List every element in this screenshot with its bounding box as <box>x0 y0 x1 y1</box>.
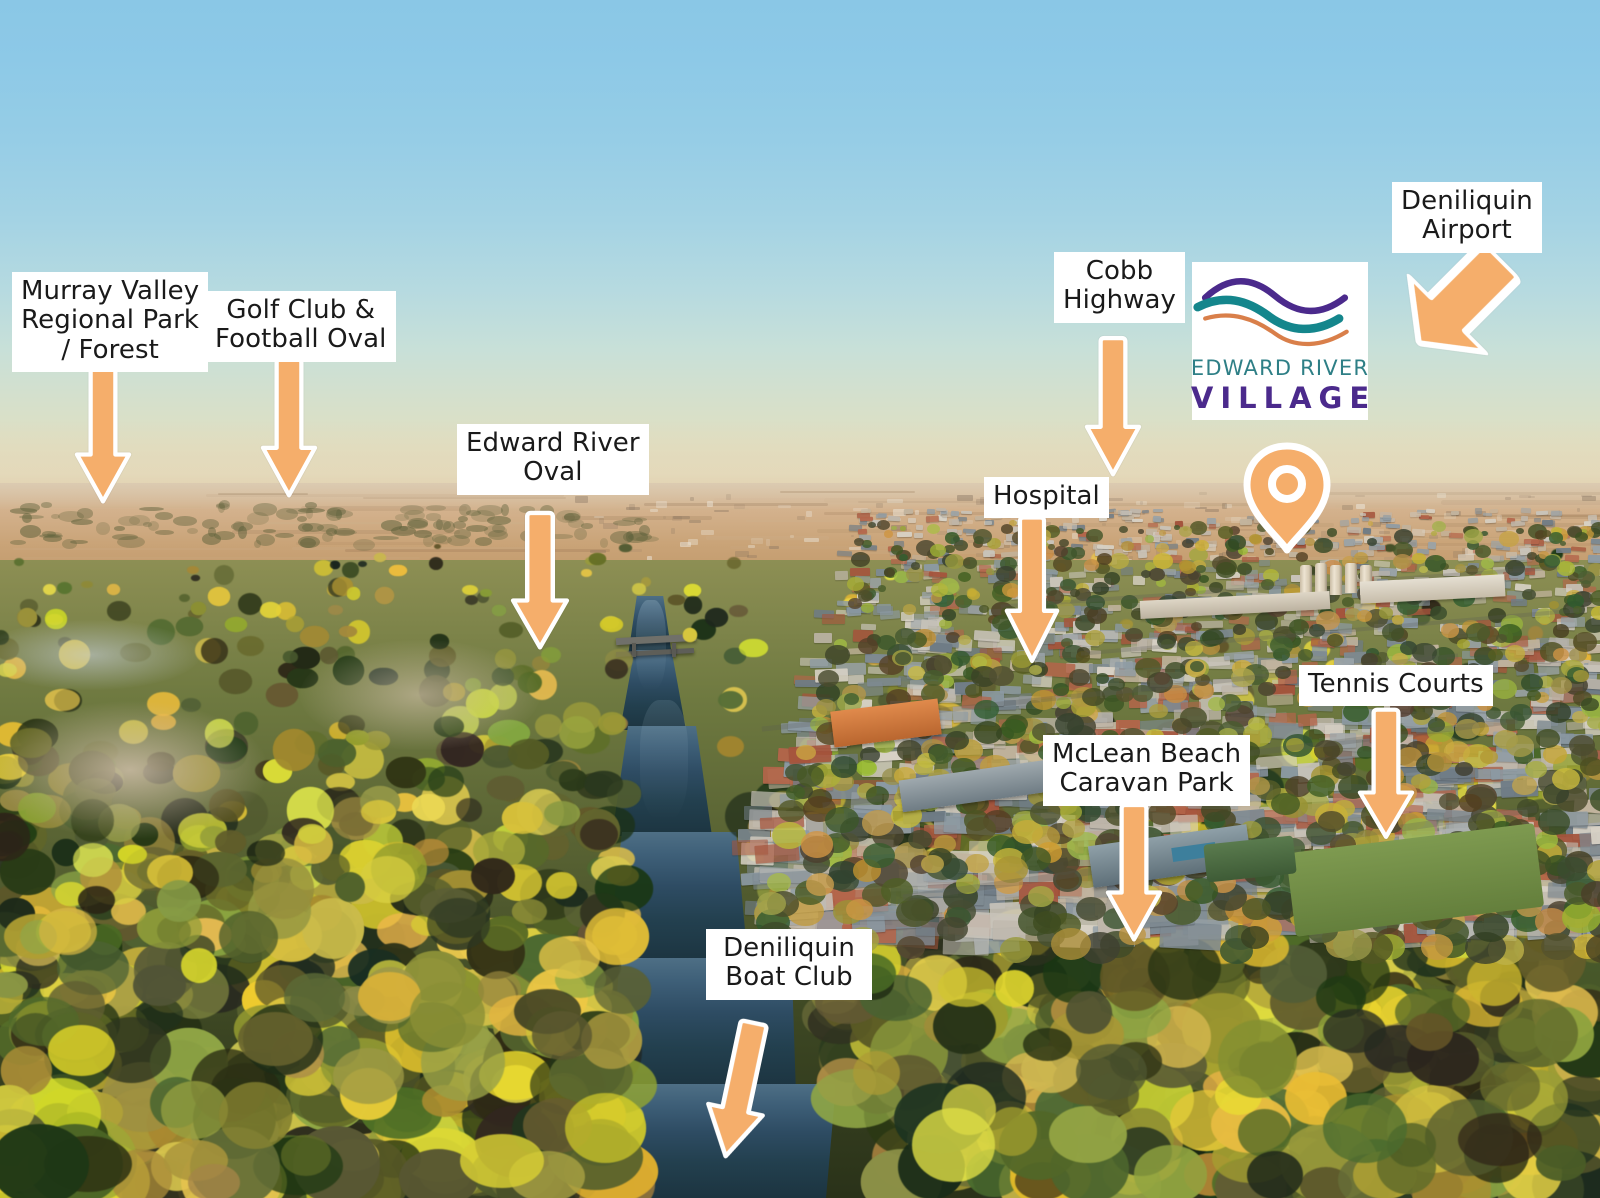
label-hospital: Hospital <box>984 477 1109 519</box>
label-deniliquin-airport: Deniliquin Airport <box>1392 182 1542 253</box>
label-deniliquin-boat-club: Deniliquin Boat Club <box>706 929 872 1000</box>
label-murray-valley-regional-park: Murray Valley Regional Park / Forest <box>12 272 209 373</box>
label-golf-club-football-oval: Golf Club & Football Oval <box>206 291 396 362</box>
label-edward-river-oval: Edward River Oval <box>457 424 649 495</box>
edward-river-village-logo[interactable]: Edward River VILLAGE <box>1190 262 1370 420</box>
logo-secondary-text: VILLAGE <box>1190 381 1377 415</box>
label-tennis-courts: Tennis Courts <box>1299 665 1493 707</box>
label-cobb-highway: Cobb Highway <box>1054 252 1186 323</box>
logo-wave-mark <box>1192 270 1368 354</box>
label-mclean-beach-caravan-park: McLean Beach Caravan Park <box>1043 735 1251 806</box>
map-pin-icon[interactable] <box>1238 442 1336 554</box>
logo-primary-text: Edward River <box>1190 356 1370 380</box>
